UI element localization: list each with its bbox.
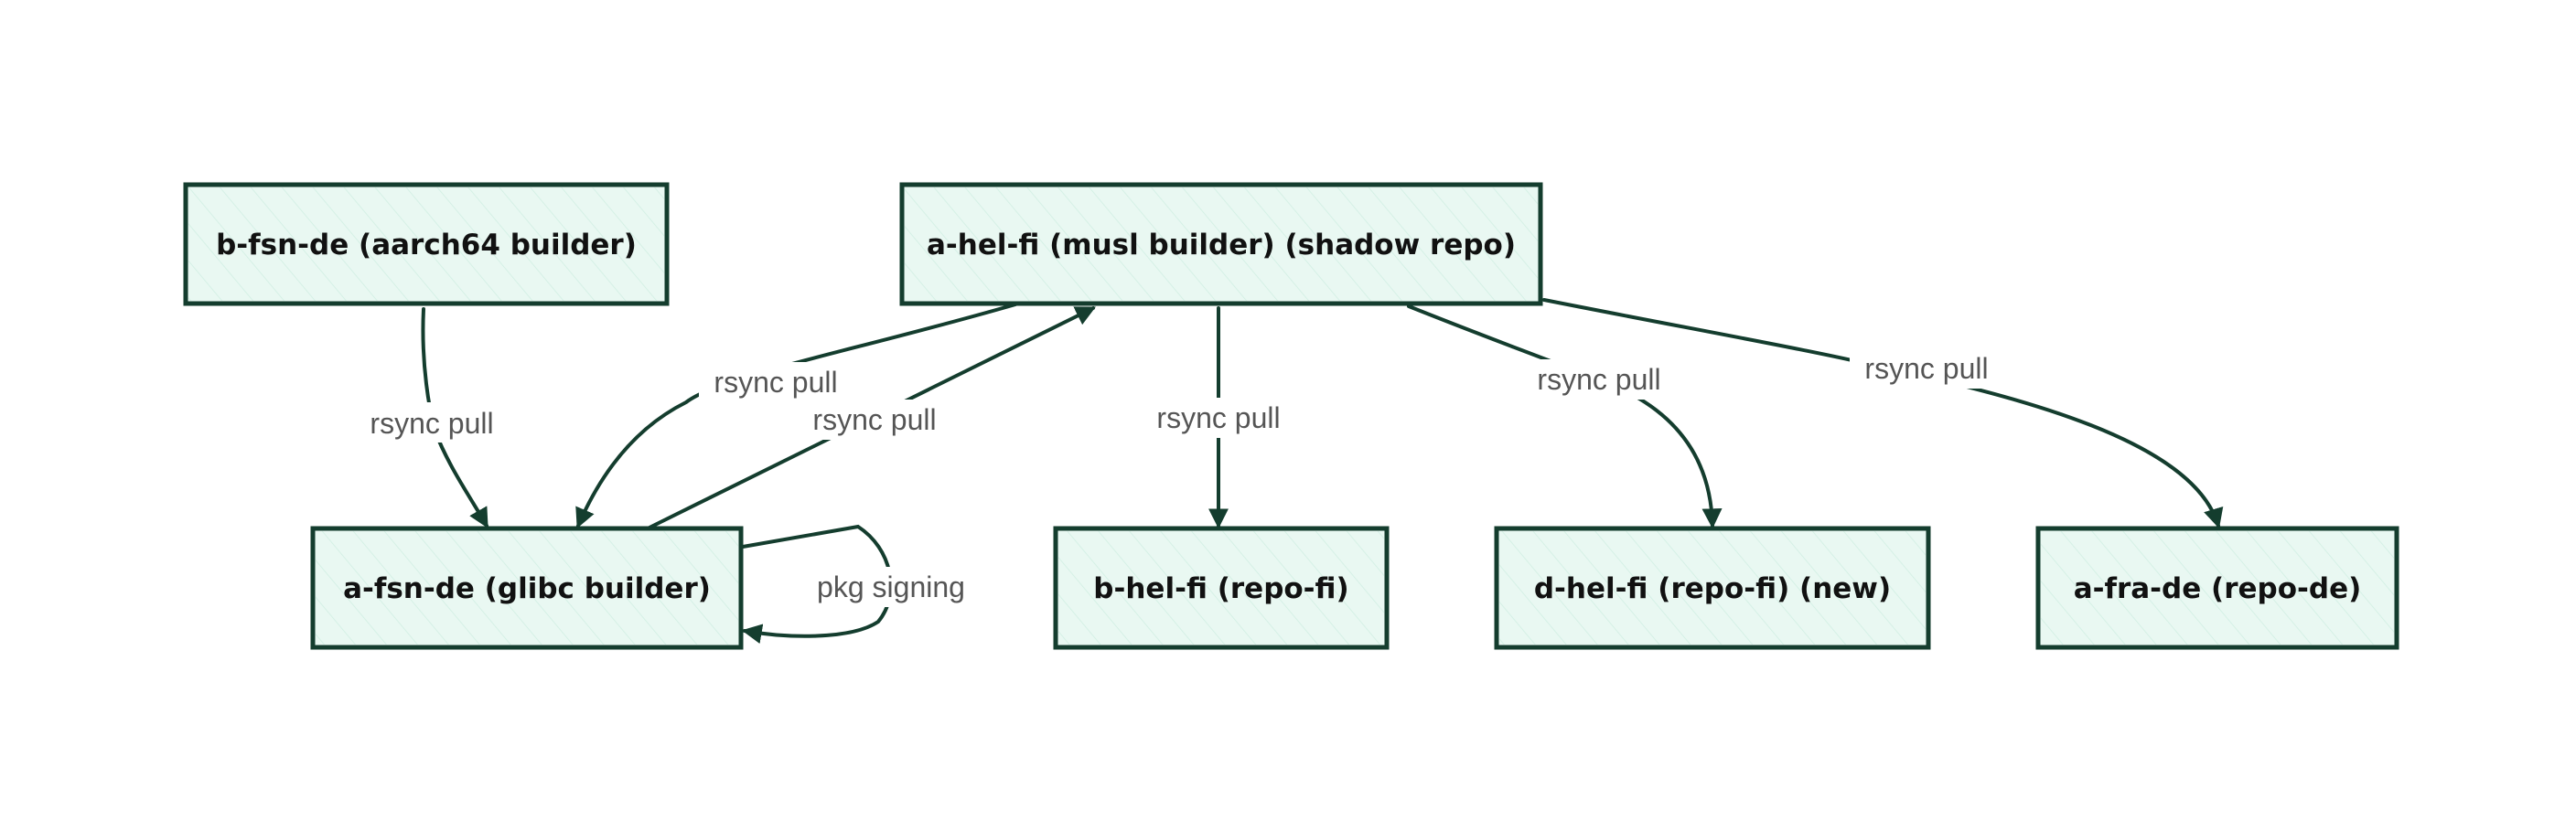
svg-text:rsync pull: rsync pull: [1537, 363, 1660, 396]
svg-text:rsync pull: rsync pull: [370, 407, 493, 440]
svg-text:rsync pull: rsync pull: [1864, 352, 1988, 385]
node-a-fsn-de: a-fsn-de (glibc builder): [310, 526, 744, 650]
svg-text:d-hel-fi (repo-fi) (new): d-hel-fi (repo-fi) (new): [1534, 572, 1891, 605]
edge-a-fsn-de-self-loop: [741, 524, 893, 645]
edge-label-b-fsn-to-a-fsn: rsync pull: [355, 402, 509, 443]
svg-text:pkg signing: pkg signing: [817, 571, 965, 603]
edge-label-a-hel-to-a-fsn: rsync pull: [699, 362, 853, 402]
node-b-hel-fi: b-hel-fi (repo-fi): [1053, 526, 1390, 650]
node-d-hel-fi: d-hel-fi (repo-fi) (new): [1494, 526, 1931, 650]
svg-text:a-fsn-de (glibc builder): a-fsn-de (glibc builder): [343, 572, 711, 605]
node-a-fra-de: a-fra-de (repo-de): [2035, 526, 2399, 650]
node-a-hel-fi: a-hel-fi (musl builder) (shadow repo): [899, 182, 1543, 306]
node-b-fsn-de: b-fsn-de (aarch64 builder): [183, 182, 670, 306]
edge-label-a-fsn-to-a-hel: rsync pull: [798, 400, 951, 440]
svg-text:rsync pull: rsync pull: [714, 366, 837, 399]
svg-text:a-fra-de (repo-de): a-fra-de (repo-de): [2074, 572, 2362, 605]
svg-text:rsync pull: rsync pull: [1156, 401, 1280, 434]
edge-label-a-hel-to-a-fra: rsync pull: [1850, 348, 2003, 389]
svg-text:b-fsn-de (aarch64 builder): b-fsn-de (aarch64 builder): [216, 229, 637, 261]
edge-label-a-hel-to-b-hel: rsync pull: [1142, 398, 1295, 438]
edge-label-a-hel-to-d-hel: rsync pull: [1522, 359, 1676, 400]
edge-a-hel-fi-to-a-fra-de: [1542, 298, 2224, 529]
edge-label-a-fsn-self: pkg signing: [801, 567, 981, 607]
svg-text:rsync pull: rsync pull: [812, 403, 936, 436]
svg-text:b-hel-fi (repo-fi): b-hel-fi (repo-fi): [1093, 572, 1348, 605]
svg-text:a-hel-fi (musl builder) (shado: a-hel-fi (musl builder) (shadow repo): [927, 229, 1516, 261]
edge-a-hel-fi-to-d-hel-fi: [1407, 304, 1723, 529]
